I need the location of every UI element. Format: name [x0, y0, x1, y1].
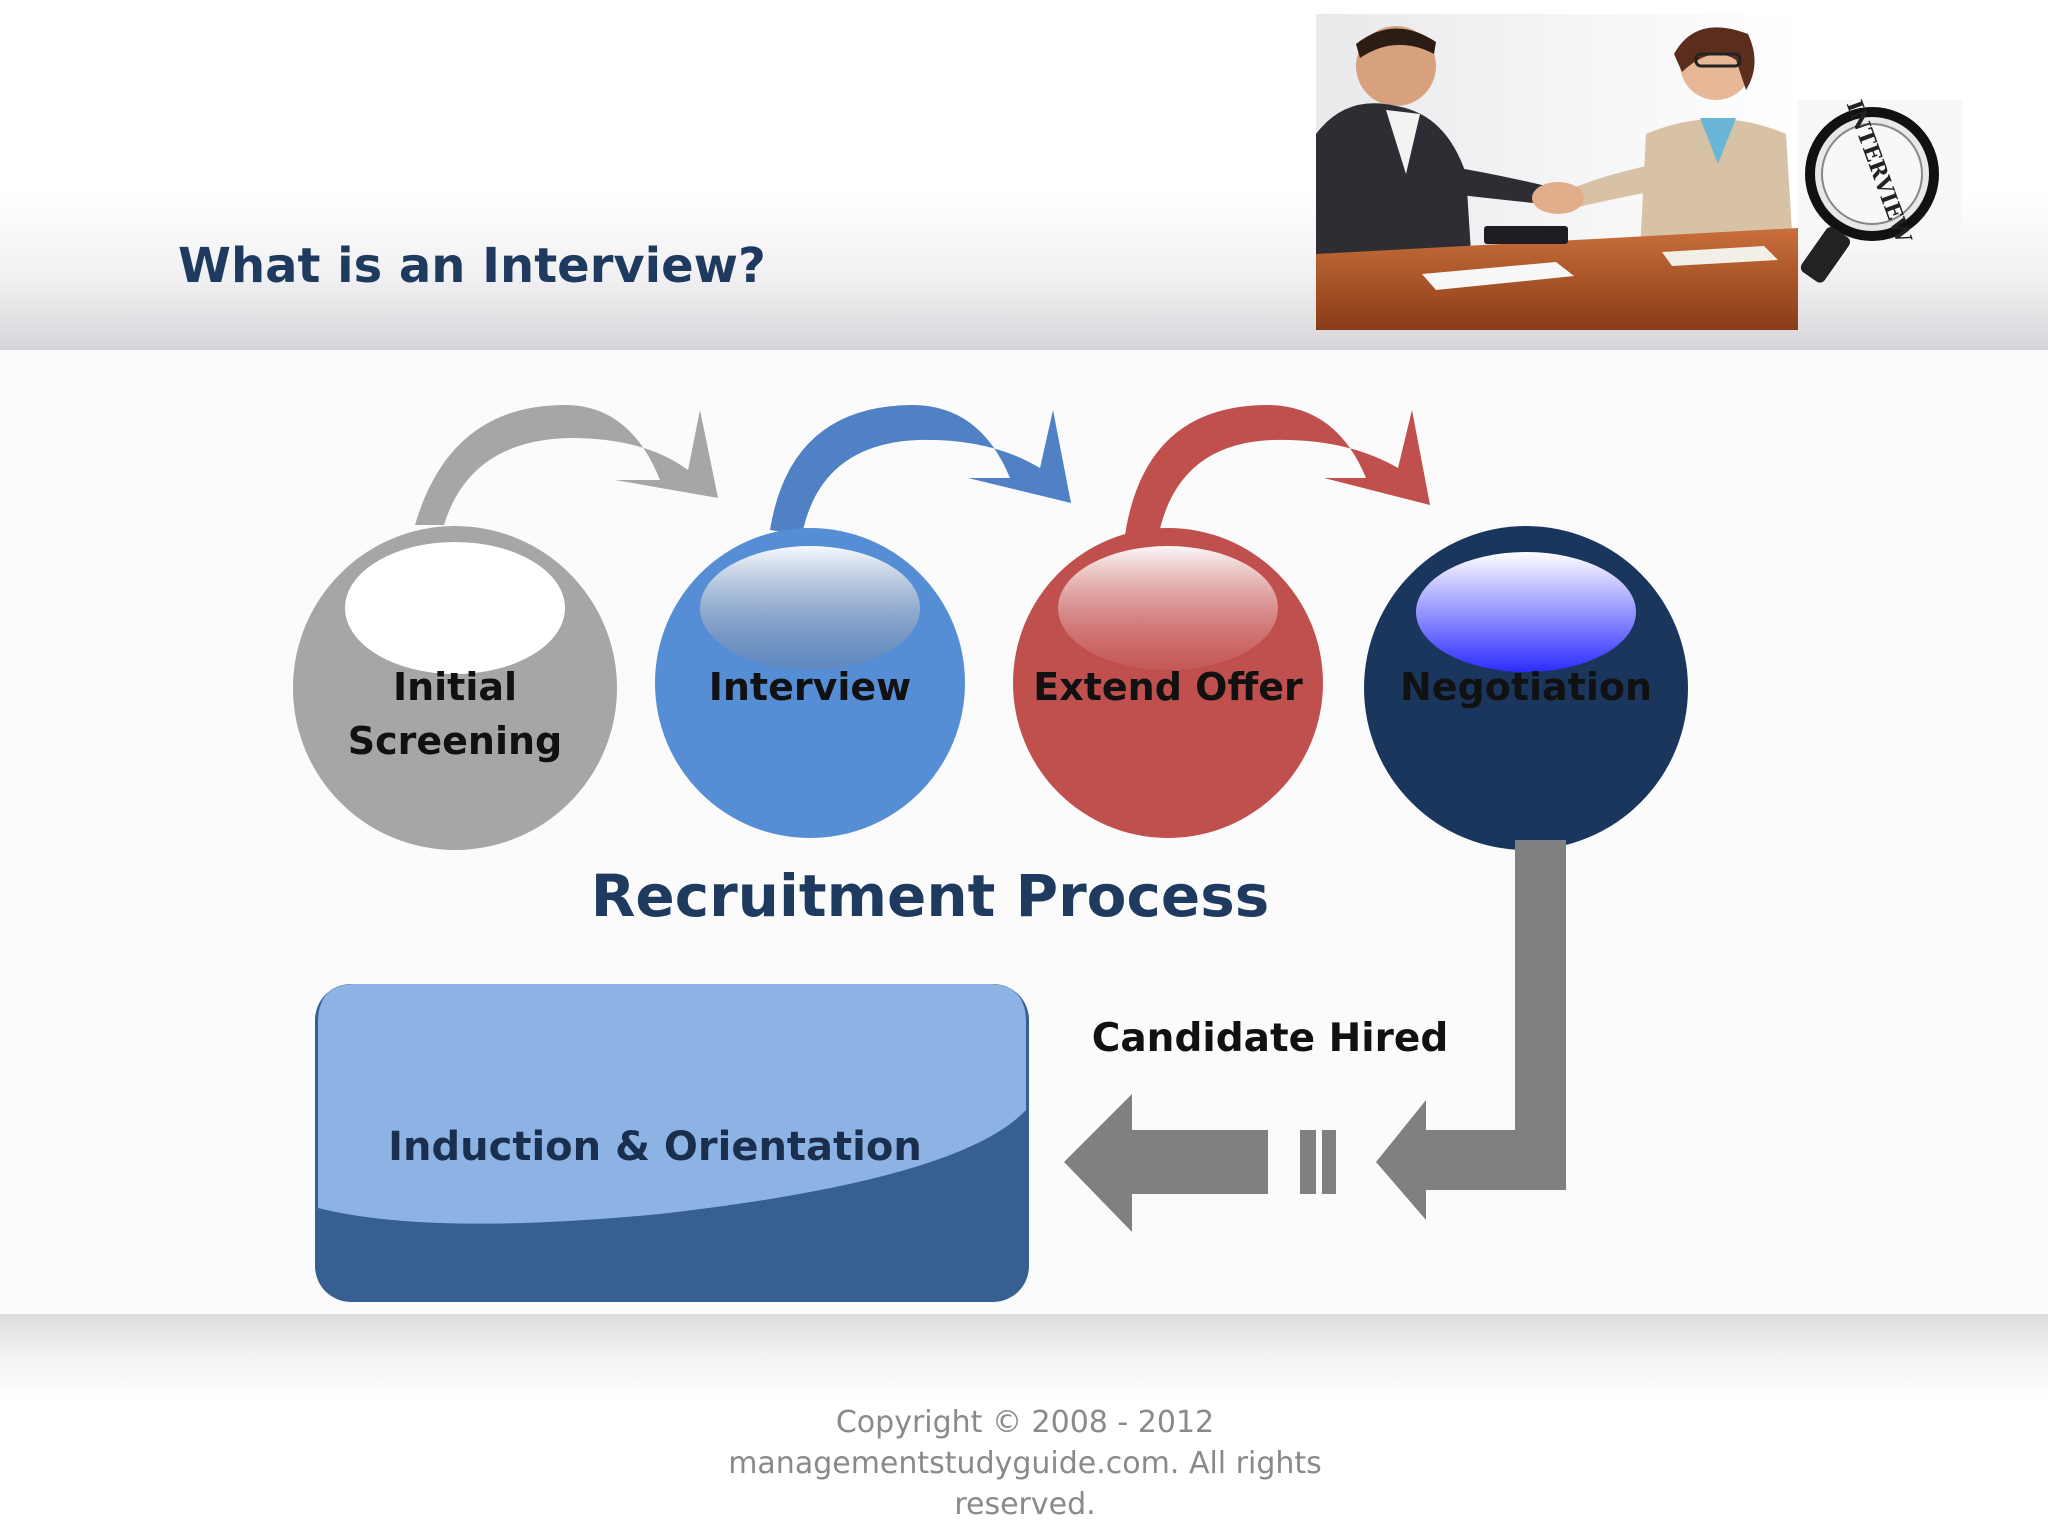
interview-handshake-photo: INTERVIEW [1316, 14, 1962, 330]
footer-line-1: Copyright © 2008 - 2012 [835, 1405, 1215, 1440]
step-extend-offer-circle [1013, 528, 1323, 838]
curved-arrow-1 [415, 405, 718, 525]
step-interview-label: Interview [708, 665, 912, 709]
arrow-stripe-1 [1300, 1130, 1316, 1194]
candidate-hired-label: Candidate Hired [1091, 1016, 1449, 1061]
step-initial-screening-label: Initial Screening [330, 660, 580, 768]
footer-line-2: managementstudyguide.com. All rights [728, 1446, 1322, 1481]
step-extend-offer-label: Extend Offer [1033, 665, 1303, 709]
curved-arrow-3 [1125, 405, 1430, 538]
footer-line-3: reserved. [954, 1487, 1096, 1522]
step-negotiation-circle [1364, 526, 1688, 850]
step-negotiation-label: Negotiation [1399, 665, 1653, 709]
arrow-stripe-2 [1322, 1130, 1336, 1194]
step-interview-circle [655, 528, 965, 838]
induction-orientation-box [315, 984, 1029, 1302]
footer-band [0, 1314, 2048, 1536]
step-label-line1: Initial [392, 665, 518, 709]
step-initial-screening-circle [293, 526, 617, 850]
step-label-line2: Screening [347, 719, 563, 763]
curved-arrow-2 [770, 405, 1071, 535]
copyright-footer: Copyright © 2008 - 2012 managementstudyg… [690, 1402, 1360, 1525]
handshake [1532, 182, 1584, 214]
induction-orientation-label: Induction & Orientation [388, 1124, 922, 1170]
hired-arrow [1376, 840, 1566, 1220]
magnifier-icon [1798, 100, 1962, 283]
induction-arrow [1064, 1094, 1268, 1232]
slide-title: What is an Interview? [178, 238, 766, 294]
diagram-title: Recruitment Process [590, 862, 1270, 930]
